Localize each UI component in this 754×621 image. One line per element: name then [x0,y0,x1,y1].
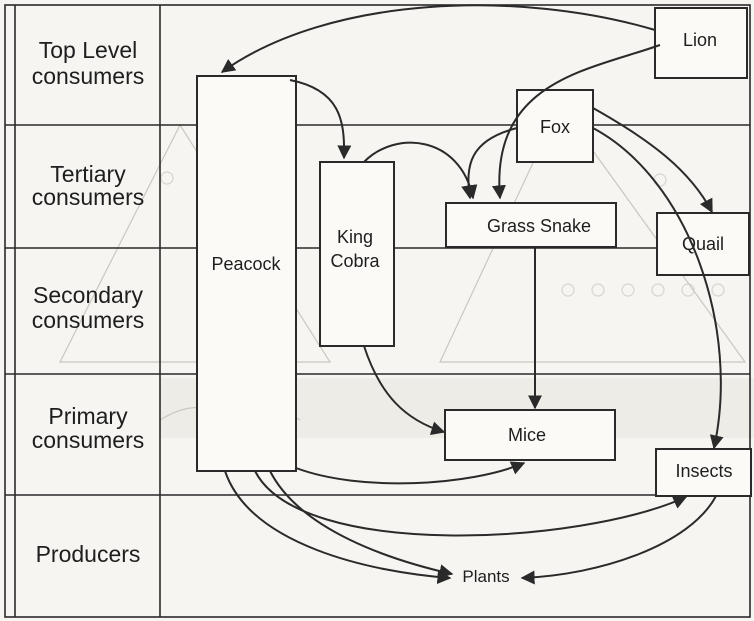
arrow-king-cobra-to-mice [363,345,446,435]
arrow-lion-to-peacock [220,4,656,73]
level-label-primary-line2: consumers [32,427,144,453]
arrow-insects-to-plants [520,495,717,585]
arrow-fox-to-grass-snake [461,127,518,200]
arrow-king-cobra-to-grass-snake [363,141,478,200]
arrow-peacock-to-king-cobra [289,79,352,160]
arrow-fox-to-insects [592,127,724,450]
level-label-tertiary-line2: consumers [32,184,144,210]
king-cobra-label-line2: Cobra [330,251,380,271]
level-label-top-line1: Top Level [39,37,137,63]
level-label-tertiary-line1: Tertiary [50,161,126,187]
grass-snake-box [445,202,617,248]
arrow-fox-to-quail [592,107,713,214]
level-label-secondary-line1: Secondary [33,282,143,308]
level-label-producers: Producers [36,541,141,567]
lion-box [654,7,748,79]
fox-label: Fox [540,117,570,137]
quail-box [656,212,750,276]
peacock-label: Peacock [211,254,281,274]
level-labels: Top Level consumers Tertiary consumers S… [32,37,144,567]
level-grid [4,4,751,618]
king-cobra-box [319,161,395,347]
arrow-peacock-to-plants [224,470,452,585]
quail-label: Quail [682,234,724,254]
level-label-top-line2: consumers [32,63,144,89]
peacock-box [196,75,297,472]
insects-box [655,448,752,497]
arrow-peacock-to-mice [295,461,526,485]
mice-box [444,409,616,461]
grass-snake-label: Grass Snake [487,216,591,236]
arrow-peacock-to-insects [254,470,688,537]
lion-label: Lion [683,30,717,50]
plants-label: Plants [462,567,509,586]
king-cobra-label-line1: King [337,227,373,247]
background-illustration [59,103,754,438]
arrow-mice-to-plants [269,470,454,579]
level-label-secondary-line2: consumers [32,307,144,333]
arrow-lion-to-grass-snake [491,44,661,200]
feeding-arrows [220,4,724,585]
organism-boxes: Lion Fox Quail Grass Snake Peacock King … [196,7,752,586]
level-label-primary-line1: Primary [48,403,128,429]
insects-label: Insects [675,461,732,481]
mice-label: Mice [508,425,546,445]
